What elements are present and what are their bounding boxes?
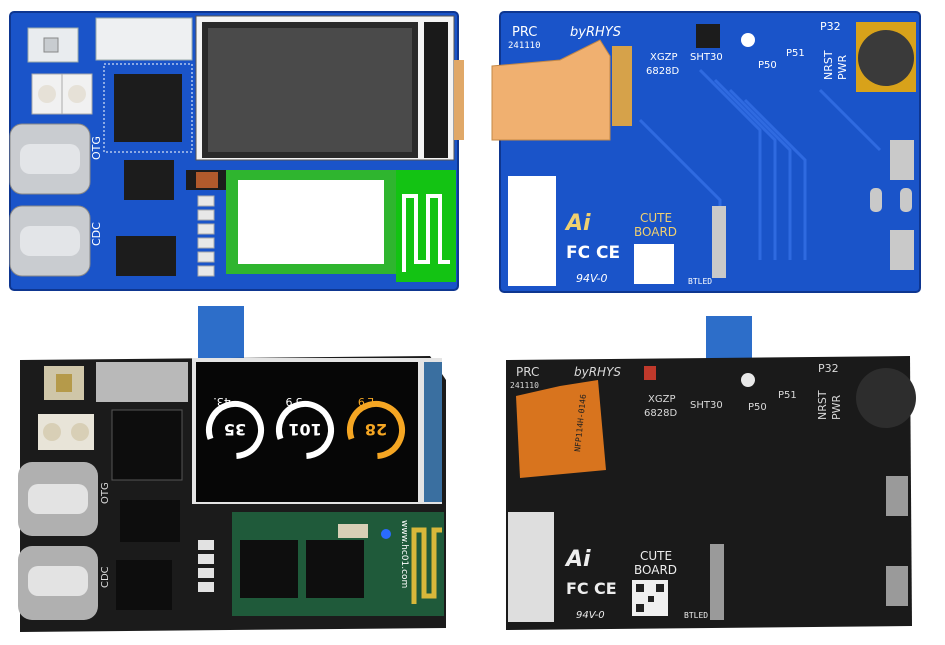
flex-cable [491, 39, 611, 141]
otg-label: OTG [100, 482, 111, 504]
rating-label: 94V-0 [576, 272, 608, 285]
gauge-1: 35 43. [206, 395, 264, 459]
bottom-right-board: PRC byRHYS 241110 XGZP 6828D SHT30 P50 P… [506, 316, 916, 630]
cdc-label: CDC [100, 566, 111, 588]
gauge-1-value: 35 [224, 420, 246, 439]
6828d-label: 6828D [644, 408, 677, 419]
flex-cable [516, 380, 606, 478]
date-code: 241110 [508, 41, 541, 51]
board-label: BOARD [634, 225, 677, 239]
6828d-label: 6828D [646, 66, 679, 77]
gauge-3: 28 L'9 [347, 395, 405, 460]
brand-prc: PRC [512, 25, 537, 40]
sht30-label: SHT30 [690, 400, 723, 411]
ce-mark: CE [596, 243, 620, 263]
btled-label: BTLED [688, 277, 712, 286]
mcu-chip [114, 74, 182, 142]
buzzer [858, 30, 914, 86]
ai-logo: Ai [564, 211, 591, 236]
nrst-label: NRST [822, 50, 835, 80]
btled-label: BTLED [684, 611, 708, 620]
gauge-3-value: 28 [365, 420, 387, 439]
date-code: 241110 [510, 381, 539, 390]
blue-tape [198, 306, 244, 360]
nrst-label: NRST [816, 390, 829, 420]
pwr-label: PWR [830, 394, 843, 420]
p51-label: P51 [778, 390, 797, 401]
sht30-label: SHT30 [690, 52, 723, 63]
rating-label: 94V-0 [576, 610, 605, 621]
gauge-1-label: 43. [213, 395, 231, 408]
brand-prc: PRC [516, 365, 539, 379]
pcb-antenna [411, 527, 442, 604]
fc-mark: FC [566, 579, 589, 598]
xgzp-label: XGZP [648, 394, 675, 405]
cdc-label: CDC [90, 222, 103, 246]
p50-label: P50 [758, 60, 777, 71]
xgzp-label: XGZP [650, 52, 677, 63]
cute-label: CUTE [640, 211, 672, 225]
top-right-board: PRC byRHYS 241110 XGZP 6828D SHT30 P50 P… [491, 11, 921, 293]
fc-mark: FC [566, 243, 590, 263]
gauge-3-label: L'9 [358, 395, 374, 408]
cute-label: CUTE [640, 549, 672, 563]
buzzer [856, 368, 916, 428]
board-label: BOARD [634, 563, 677, 577]
ai-logo: Ai [564, 547, 591, 572]
gauge-2-label: 5'9 [285, 395, 302, 408]
brand-by: byRHYS [570, 25, 621, 40]
gauge-2: 101 5'9 [276, 395, 334, 460]
gauge-2-value: 101 [288, 420, 321, 439]
lcd-screen [196, 362, 418, 502]
otg-label: OTG [90, 136, 103, 160]
ce-mark: CE [594, 579, 617, 598]
brand-by: byRHYS [574, 365, 621, 379]
pwr-label: PWR [836, 54, 849, 80]
p50-label: P50 [748, 402, 767, 413]
p32-label: P32 [818, 362, 839, 375]
p32-label: P32 [820, 20, 841, 33]
mcu-chip [111, 409, 183, 481]
top-left-board: OTG CDC [9, 11, 464, 291]
bottom-left-board: OTG CDC 35 43. 101 5'9 28 L'9 [18, 306, 446, 632]
url-label: www.hc01.com [399, 520, 409, 588]
p51-label: P51 [786, 48, 805, 59]
status-led [381, 529, 391, 539]
